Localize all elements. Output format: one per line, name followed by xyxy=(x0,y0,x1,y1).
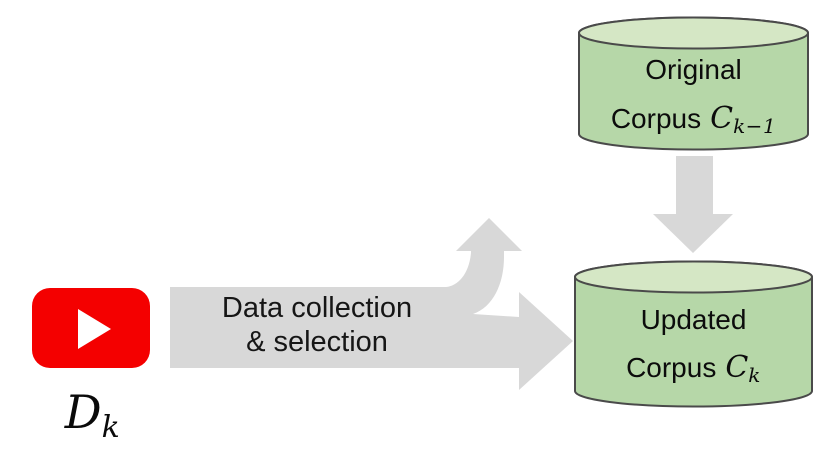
flow-arrow-label-line2: & selection xyxy=(246,326,388,358)
updated-corpus-prefix: Corpus xyxy=(626,352,717,383)
original-corpus-symbol: C xyxy=(710,101,734,136)
source-data-subscript: k xyxy=(101,410,121,445)
original-corpus-title: Original xyxy=(645,54,742,85)
original-corpus-cylinder xyxy=(578,16,809,151)
source-data-label: Dk xyxy=(35,384,150,456)
updated-corpus-name: Corpus Ck xyxy=(575,350,812,393)
flow-arrow-label-line1: Data collection xyxy=(221,292,413,324)
flow-arrow-label: Data collection & selection xyxy=(172,291,462,359)
source-data-symbol: D xyxy=(64,385,102,439)
original-corpus-prefix: Corpus xyxy=(610,103,702,134)
play-icon xyxy=(78,309,111,349)
updated-cylinder-top xyxy=(574,260,813,294)
original-cylinder-top xyxy=(578,16,809,50)
updated-corpus-symbol-subscript: k xyxy=(748,363,761,387)
original-corpus-name: Corpus Ck−1 xyxy=(579,101,808,144)
updated-corpus-symbol: C xyxy=(725,350,749,385)
youtube-icon xyxy=(32,288,150,368)
updated-corpus-cylinder xyxy=(574,260,813,408)
original-corpus-symbol-subscript: k−1 xyxy=(733,114,777,138)
down-arrow-shape xyxy=(653,156,733,253)
split-arrow-shape xyxy=(170,218,573,390)
updated-corpus-title: Updated xyxy=(640,304,747,335)
